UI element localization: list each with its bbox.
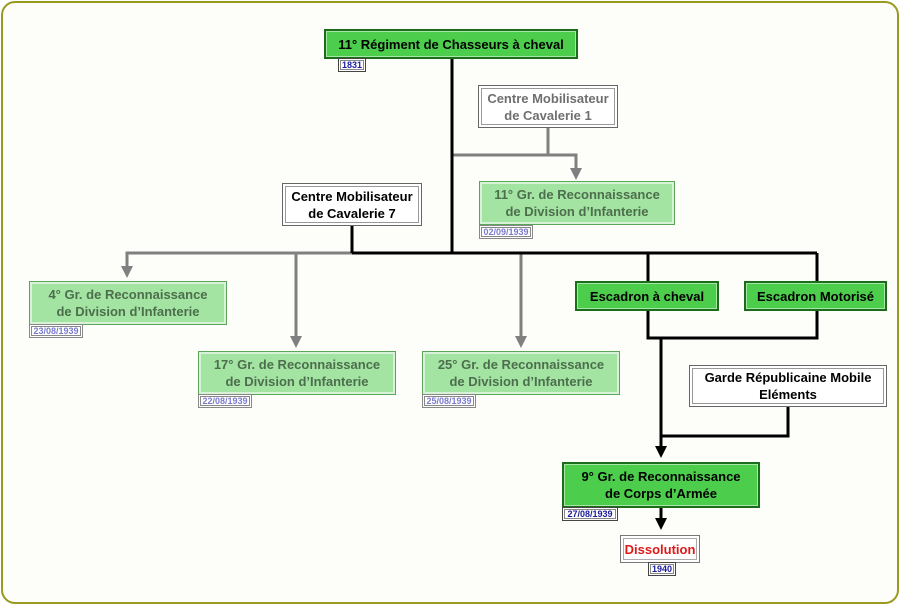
line-garde-down xyxy=(661,406,790,438)
date-badge-gr17: 22/08/1939 xyxy=(198,394,252,408)
node-cmc1-line1: Centre Mobilisateur xyxy=(487,90,609,106)
node-gr25-line1: 25° Gr. de Reconnaissance xyxy=(437,357,605,372)
date-badge-gr11: 02/09/1939 xyxy=(479,225,533,239)
node-gr11-line1: 11° Gr. de Reconnaissance xyxy=(494,187,660,202)
node-gr9: 9° Gr. de Reconnaissance de Corps d’Armé… xyxy=(562,462,760,508)
node-gr17-line2: de Division d’Infanterie xyxy=(225,374,369,389)
date-badge-gr9: 27/08/1939 xyxy=(562,507,618,521)
line-escadrons-merge xyxy=(646,310,819,340)
node-gr17: 17° Gr. de Reconnaissance de Division d’… xyxy=(198,351,396,395)
node-regiment-label: 11° Régiment de Chasseurs à cheval xyxy=(338,36,564,52)
node-garde: Garde Républicaine Mobile Eléments xyxy=(689,365,887,407)
node-garde-line1: Garde Républicaine Mobile xyxy=(704,370,872,385)
date-badge-regiment: 1831 xyxy=(338,58,366,72)
node-dissolution: Dissolution xyxy=(620,535,700,563)
date-badge-gr4: 23/08/1939 xyxy=(29,324,83,338)
node-garde-line2: Eléments xyxy=(759,387,817,402)
node-gr17-line1: 17° Gr. de Reconnaissance xyxy=(213,357,381,372)
node-gr9-line2: de Corps d’Armée xyxy=(605,486,717,501)
node-cmc1-line2: de Cavalerie 1 xyxy=(504,107,592,123)
node-cmc7: Centre Mobilisateur de Cavalerie 7 xyxy=(282,183,422,226)
node-gr25: 25° Gr. de Reconnaissance de Division d’… xyxy=(422,351,620,395)
date-badge-dissolution: 1940 xyxy=(648,562,676,576)
node-gr11: 11° Gr. de Reconnaissance de Division d’… xyxy=(479,181,675,225)
node-dissolution-label: Dissolution xyxy=(624,541,696,557)
node-gr9-line1: 9° Gr. de Reconnaissance xyxy=(581,469,741,484)
line-to-gr11 xyxy=(452,153,582,180)
node-regiment: 11° Régiment de Chasseurs à cheval xyxy=(324,29,578,59)
node-gr11-line2: de Division d’Infanterie xyxy=(505,204,649,219)
node-cmc7-line2: de Cavalerie 7 xyxy=(308,205,396,221)
node-gr4-line2: de Division d’Infanterie xyxy=(56,304,200,319)
node-gr4: 4° Gr. de Reconnaissance de Division d’I… xyxy=(29,281,227,325)
node-escadron-cheval: Escadron à cheval xyxy=(575,281,719,311)
line-to-gr4 xyxy=(121,251,352,278)
node-gr4-line1: 4° Gr. de Reconnaissance xyxy=(48,287,208,302)
node-escadron-motorise-label: Escadron Motorisé xyxy=(756,288,875,304)
node-gr25-line2: de Division d’Infanterie xyxy=(449,374,593,389)
node-escadron-motorise: Escadron Motorisé xyxy=(744,281,887,311)
node-cmc7-line1: Centre Mobilisateur xyxy=(291,188,413,204)
node-cmc1: Centre Mobilisateur de Cavalerie 1 xyxy=(478,85,618,128)
node-escadron-cheval-label: Escadron à cheval xyxy=(589,288,705,304)
date-badge-gr25: 25/08/1939 xyxy=(422,394,476,408)
